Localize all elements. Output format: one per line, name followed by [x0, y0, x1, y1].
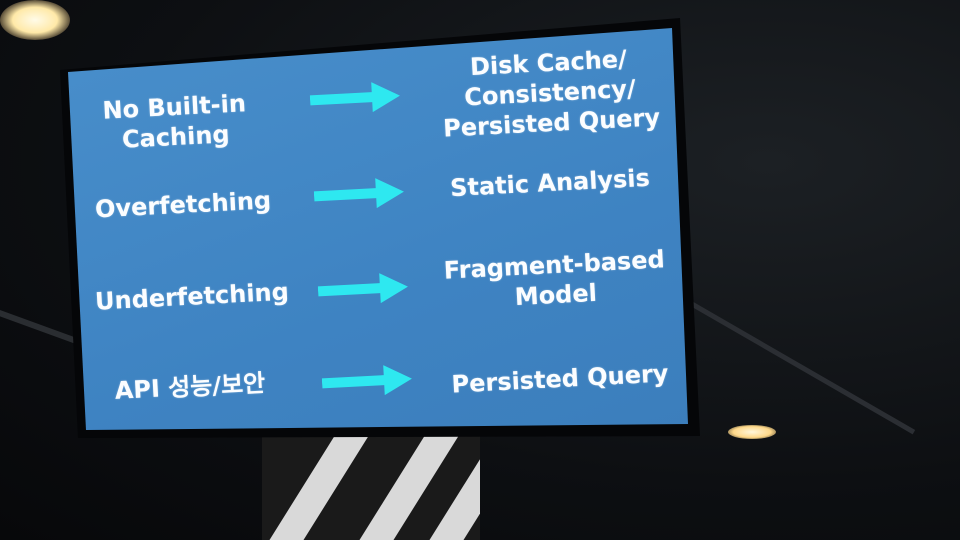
solution-static-analysis: Static Analysis: [439, 162, 660, 203]
ceiling-light: [728, 425, 776, 439]
problem-underfetching: Underfetching: [94, 277, 290, 316]
problem-api-performance-security: API 성능/보안: [104, 368, 275, 407]
problem-overfetching: Overfetching: [94, 186, 272, 225]
stand-stripe: [269, 436, 369, 540]
solution-disk-cache: Disk Cache/ Consistency/ Persisted Query: [418, 41, 682, 144]
text-line: Caching: [121, 120, 231, 154]
arrow-right-icon: [317, 273, 408, 304]
arrow-right-icon: [309, 82, 400, 113]
arrow-right-icon: [313, 178, 404, 209]
text-line: Persisted Query: [450, 359, 670, 399]
text-line: API 성능/보안: [114, 369, 266, 405]
text-line: Underfetching: [94, 277, 290, 316]
text-line: Overfetching: [94, 186, 272, 224]
ceiling-light: [0, 0, 70, 40]
text-line: Static Analysis: [449, 163, 651, 203]
ceiling-beam: [687, 300, 916, 435]
problem-no-builtin-caching: No Built-in Caching: [99, 88, 252, 156]
solution-fragment-based-model: Fragment-based Model: [429, 243, 682, 316]
solution-persisted-query: Persisted Query: [439, 358, 680, 401]
tv-stand: [262, 436, 480, 540]
arrow-right-icon: [321, 365, 412, 396]
